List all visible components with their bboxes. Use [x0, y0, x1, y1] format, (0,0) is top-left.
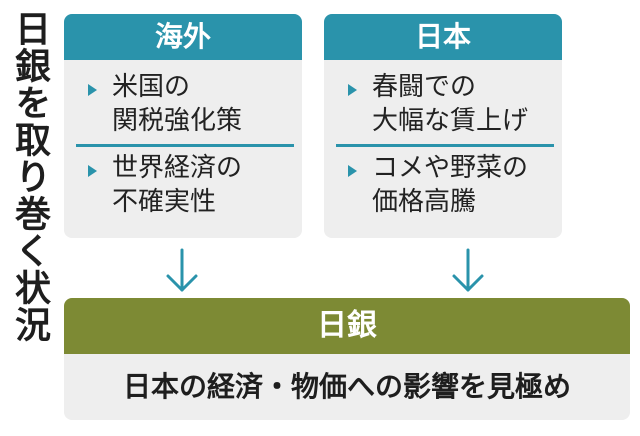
list-item-line: 関税強化策	[112, 106, 243, 136]
panel-header-japan: 日本	[324, 14, 562, 60]
list-item-food-prices: コメや野菜の 価格高騰	[324, 147, 562, 238]
list-item-line: 大幅な賃上げ	[372, 106, 529, 136]
triangle-bullet-icon	[348, 165, 357, 177]
panel-header-overseas: 海外	[64, 14, 302, 60]
panel-overseas: 海外 米国の 関税強化策 世界経済の 不確実性	[64, 14, 302, 238]
list-item-wage-hikes: 春闘での 大幅な賃上げ	[324, 60, 562, 144]
list-item-line: 価格高騰	[372, 187, 477, 217]
divider	[336, 144, 554, 147]
side-title: 日銀を取り巻く状況	[9, 10, 50, 343]
divider	[76, 144, 294, 147]
panel-japan: 日本 春闘での 大幅な賃上げ コメや野菜の 価格高騰	[324, 14, 562, 238]
list-item-global-uncertainty: 世界経済の 不確実性	[64, 147, 302, 238]
boj-action-text: 日本の経済・物価への影響を見極め	[64, 354, 630, 420]
list-item-line: 春闘での	[372, 72, 477, 102]
triangle-bullet-icon	[88, 165, 97, 177]
list-item-line: コメや野菜の	[372, 153, 529, 183]
triangle-bullet-icon	[348, 84, 357, 96]
down-arrow-icon	[166, 248, 198, 292]
list-item-line: 米国の	[112, 72, 191, 102]
down-arrow-icon	[452, 248, 484, 292]
boj-header: 日銀	[64, 298, 630, 354]
list-item-us-tariffs: 米国の 関税強化策	[64, 60, 302, 144]
triangle-bullet-icon	[88, 84, 97, 96]
list-item-line: 世界経済の	[112, 153, 243, 183]
list-item-line: 不確実性	[112, 187, 217, 217]
